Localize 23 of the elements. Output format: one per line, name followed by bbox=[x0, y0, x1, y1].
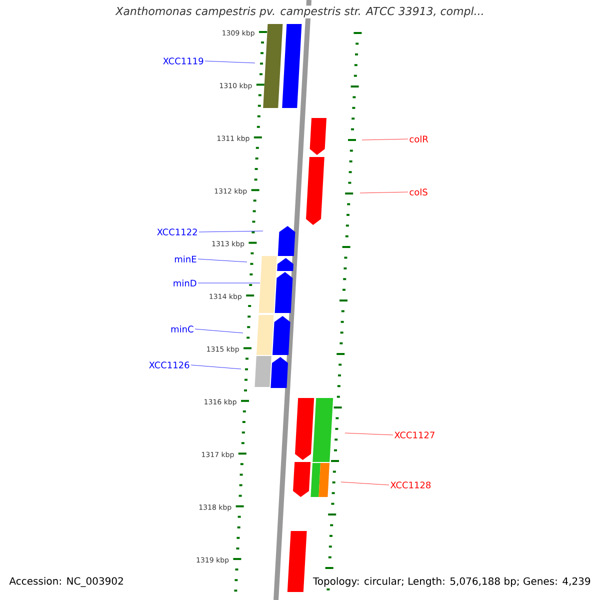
leader-line bbox=[204, 60, 256, 64]
leader-line bbox=[198, 230, 264, 232]
gene-label: XCC1128 bbox=[390, 482, 431, 488]
gene-label: minE bbox=[174, 256, 196, 262]
summary-text: Topology: circular; Length: 5,076,188 bp; Genes: 4,239 bbox=[312, 576, 592, 588]
gene-label: minD bbox=[174, 280, 196, 286]
leader-line bbox=[190, 364, 242, 370]
leader-line bbox=[194, 328, 244, 334]
gene-label: XCC1119 bbox=[163, 58, 204, 64]
leader-line bbox=[198, 282, 260, 284]
leader-line bbox=[340, 482, 390, 486]
accession-text: Accession: NC_003902 bbox=[8, 576, 125, 588]
gene-label: XCC1127 bbox=[394, 432, 434, 438]
leader-line bbox=[344, 432, 394, 436]
gene-label: XCC1122 bbox=[157, 228, 197, 236]
gene-label: XCC1126 bbox=[149, 362, 190, 368]
gene-label: colS bbox=[410, 188, 428, 196]
title-text: Xanthomonas campestris pv. campestris str. ATCC 33913, compl... bbox=[114, 6, 486, 18]
gene-label: minC bbox=[171, 326, 194, 332]
leader-line bbox=[198, 258, 248, 262]
leader-line bbox=[362, 138, 408, 140]
leader-line bbox=[360, 192, 408, 194]
gene-label: colR bbox=[410, 136, 428, 142]
